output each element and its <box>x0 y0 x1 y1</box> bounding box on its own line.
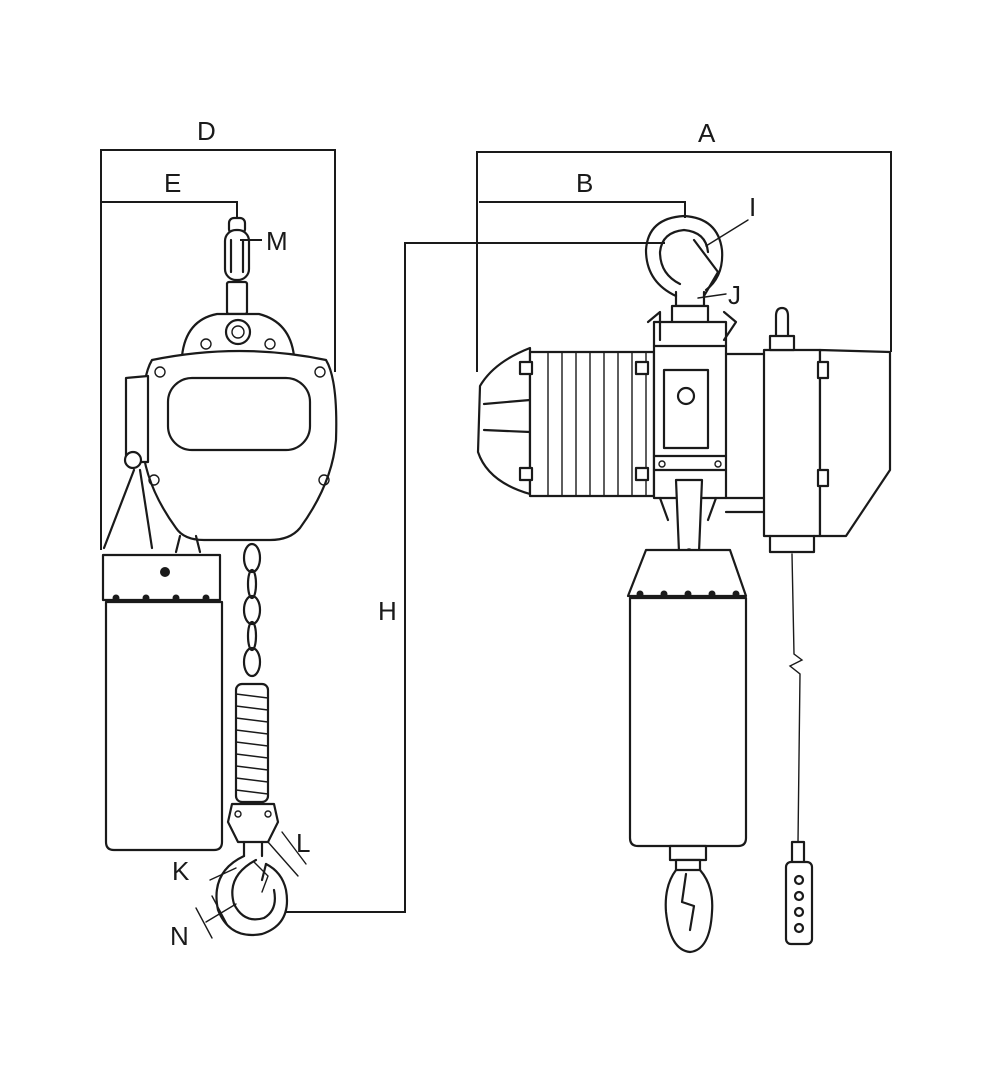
load-hook-side <box>215 840 289 937</box>
hoist-front-view <box>476 214 892 954</box>
chain-spring <box>234 682 270 804</box>
label-j: J <box>728 280 741 310</box>
dimension-a <box>476 151 892 372</box>
controller-box <box>762 348 822 538</box>
label-l: L <box>296 828 310 858</box>
nameplate <box>166 376 312 452</box>
label-i: I <box>749 192 756 222</box>
label-m: M <box>266 226 288 256</box>
dimension-labels: D E M A B I J H L K N <box>164 116 756 951</box>
motor-end-cap <box>476 346 532 496</box>
load-hook-front <box>664 844 714 954</box>
dimension-lines <box>100 149 892 913</box>
load-chain <box>242 542 262 678</box>
label-e: E <box>164 168 181 198</box>
electrical-housing <box>818 348 892 538</box>
dimension-h <box>285 242 665 913</box>
hoist-side-view <box>101 216 338 939</box>
dimension-d <box>100 149 336 550</box>
chain-bag-side <box>101 553 222 602</box>
pendant-control[interactable] <box>784 860 814 946</box>
label-h: H <box>378 596 397 626</box>
label-a: A <box>698 118 716 148</box>
top-hook-side <box>223 216 251 316</box>
label-n: N <box>170 921 189 951</box>
label-k: K <box>172 856 190 886</box>
dimension-b <box>479 201 686 218</box>
pendant-cable <box>788 553 804 843</box>
top-hook-front <box>644 214 724 326</box>
hook-block-side <box>226 802 280 844</box>
label-b: B <box>576 168 593 198</box>
motor-fins <box>528 350 656 498</box>
hoist-body-side <box>140 349 338 542</box>
chain-bag-front <box>626 548 748 598</box>
dimension-e <box>101 201 238 222</box>
label-d: D <box>197 116 216 146</box>
